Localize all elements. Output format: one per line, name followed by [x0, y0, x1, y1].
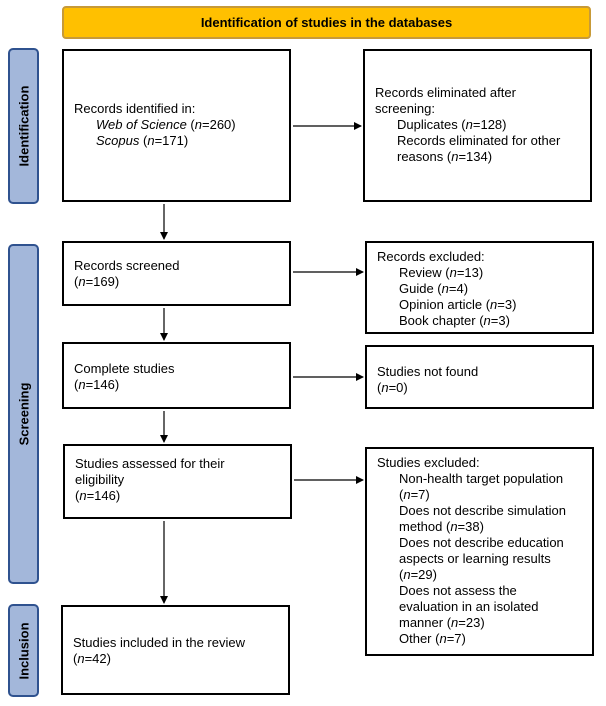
excluded-opinion: Opinion article (n=3): [399, 297, 517, 312]
reason-isolated-1: Does not assess the: [399, 583, 517, 598]
records-excluded-title: Records excluded:: [377, 249, 485, 264]
reason-isolated-2: evaluation in an isolated: [399, 599, 539, 614]
reason-non-health-count: (n=7): [399, 487, 430, 502]
scopus-line: Scopus (n=171): [96, 133, 189, 148]
complete-studies-count: (n=146): [74, 377, 120, 392]
excluded-guide: Guide (n=4): [399, 281, 469, 296]
reason-isolated-3: manner (n=23): [399, 615, 485, 630]
other-reasons-line-1: Records eliminated for other: [397, 133, 561, 148]
records-screened-box: Records screened (n=169): [62, 241, 291, 306]
wos-line: Web of Science (n=260): [96, 117, 236, 132]
complete-studies-title: Complete studies: [74, 361, 175, 376]
studies-included-count: (n=42): [73, 651, 111, 666]
reason-education-1: Does not describe education: [399, 535, 564, 550]
eliminated-title-1: Records eliminated after: [375, 85, 516, 100]
phase-identification: Identification: [8, 48, 39, 204]
duplicates-line: Duplicates (n=128): [397, 117, 507, 132]
reason-education-count: (n=29): [399, 567, 437, 582]
records-screened-count: (n=169): [74, 274, 120, 289]
studies-not-found-count: (n=0): [377, 380, 408, 395]
records-screened-title: Records screened: [74, 258, 180, 273]
other-reasons-line-2: reasons (n=134): [397, 149, 493, 164]
records-identified-box: Records identified in: Web of Science (n…: [62, 49, 291, 202]
phase-inclusion: Inclusion: [8, 604, 39, 697]
studies-not-found-title: Studies not found: [377, 364, 479, 379]
eliminated-title-2: screening:: [375, 101, 435, 116]
records-identified-title: Records identified in:: [74, 101, 196, 116]
excluded-review: Review (n=13): [399, 265, 484, 280]
complete-studies-box: Complete studies (n=146): [62, 342, 291, 409]
studies-included-title: Studies included in the review: [73, 635, 245, 650]
header-title: Identification of studies in the databas…: [200, 15, 453, 30]
studies-included-box: Studies included in the review (n=42): [61, 605, 290, 695]
studies-not-found-box: Studies not found (n=0): [365, 345, 594, 409]
reason-simulation-1: Does not describe simulation: [399, 503, 566, 518]
records-excluded-box: Records excluded: Review (n=13) Guide (n…: [365, 241, 594, 334]
studies-assessed-box: Studies assessed for their eligibility (…: [63, 444, 292, 519]
reason-simulation-2: method (n=38): [399, 519, 484, 534]
assessed-count: (n=146): [75, 488, 121, 503]
records-eliminated-box: Records eliminated after screening: Dupl…: [363, 49, 592, 202]
header-banner: Identification of studies in the databas…: [62, 6, 591, 39]
phase-screening: Screening: [8, 244, 39, 584]
assessed-title-1: Studies assessed for their: [75, 456, 225, 471]
assessed-title-2: eligibility: [75, 472, 125, 487]
studies-excluded-box: Studies excluded: Non-health target popu…: [365, 447, 594, 656]
studies-excluded-title: Studies excluded:: [377, 455, 480, 470]
excluded-book-chapter: Book chapter (n=3): [399, 313, 510, 328]
reason-education-2: aspects or learning results: [399, 551, 551, 566]
reason-other: Other (n=7): [399, 631, 466, 646]
reason-non-health: Non-health target population: [399, 471, 564, 486]
